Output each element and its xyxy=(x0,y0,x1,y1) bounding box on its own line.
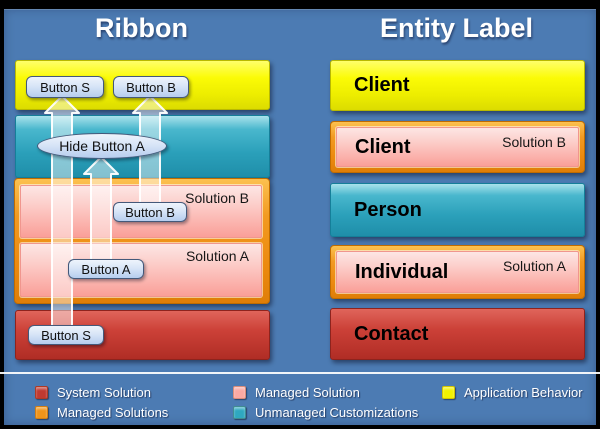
legend-label: Application Behavior xyxy=(464,384,583,400)
application-behavior-swatch-icon xyxy=(442,385,455,399)
solution-a-tag: Solution A xyxy=(185,248,249,264)
unmanaged-customizations-swatch-icon xyxy=(233,405,246,419)
button-a-solution-a[interactable]: Button A xyxy=(68,259,144,279)
entity-row-solution-a: Individual Solution A xyxy=(336,251,579,293)
entity-value-contact: Contact xyxy=(354,322,429,345)
entity-value-client-solution-b: Client xyxy=(355,135,411,158)
legend-item-system-solution: System Solution xyxy=(35,384,151,400)
legend-label: Managed Solution xyxy=(255,384,360,400)
button-s-rendered[interactable]: Button S xyxy=(26,76,104,98)
solution-b-tag: Solution B xyxy=(185,190,249,206)
managed-solutions-swatch-icon xyxy=(35,405,48,419)
entity-label-column-title: Entity Label xyxy=(379,13,534,43)
legend-item-unmanaged-customizations: Unmanaged Customizations xyxy=(233,404,419,420)
legend-separator-line xyxy=(0,372,600,374)
ribbon-column-title: Ribbon xyxy=(95,13,188,43)
entity-solution-b-tag: Solution B xyxy=(502,134,566,150)
entity-row-solution-a-wrapper: Individual Solution A xyxy=(330,245,585,299)
legend-item-managed-solution: Managed Solution xyxy=(233,384,360,400)
legend-item-application-behavior: Application Behavior xyxy=(442,384,583,400)
system-solution-swatch-icon xyxy=(35,385,48,399)
entity-solution-a-tag: Solution A xyxy=(502,258,566,274)
legend-label: Managed Solutions xyxy=(57,404,169,420)
legend-item-managed-solutions: Managed Solutions xyxy=(35,404,169,420)
button-b-rendered[interactable]: Button B xyxy=(113,76,189,98)
legend-label: System Solution xyxy=(57,384,151,400)
entity-value-individual: Individual xyxy=(355,260,449,283)
entity-row-application-behavior: Client xyxy=(330,60,585,111)
entity-value-person: Person xyxy=(354,198,422,221)
hide-button-a-action[interactable]: Hide Button A xyxy=(37,133,167,159)
entity-value-client-behavior: Client xyxy=(354,74,410,96)
button-s-system[interactable]: Button S xyxy=(28,325,104,345)
managed-solution-swatch-icon xyxy=(233,385,246,399)
entity-row-system: Contact xyxy=(330,308,585,360)
button-b-solution-b[interactable]: Button B xyxy=(113,202,187,222)
entity-row-solution-b-wrapper: Client Solution B xyxy=(330,121,585,173)
entity-row-solution-b: Client Solution B xyxy=(336,127,579,167)
ribbon-managed-solutions-container: Solution B Solution A xyxy=(14,178,270,304)
legend-label: Unmanaged Customizations xyxy=(255,404,419,420)
entity-row-unmanaged: Person xyxy=(330,183,585,237)
